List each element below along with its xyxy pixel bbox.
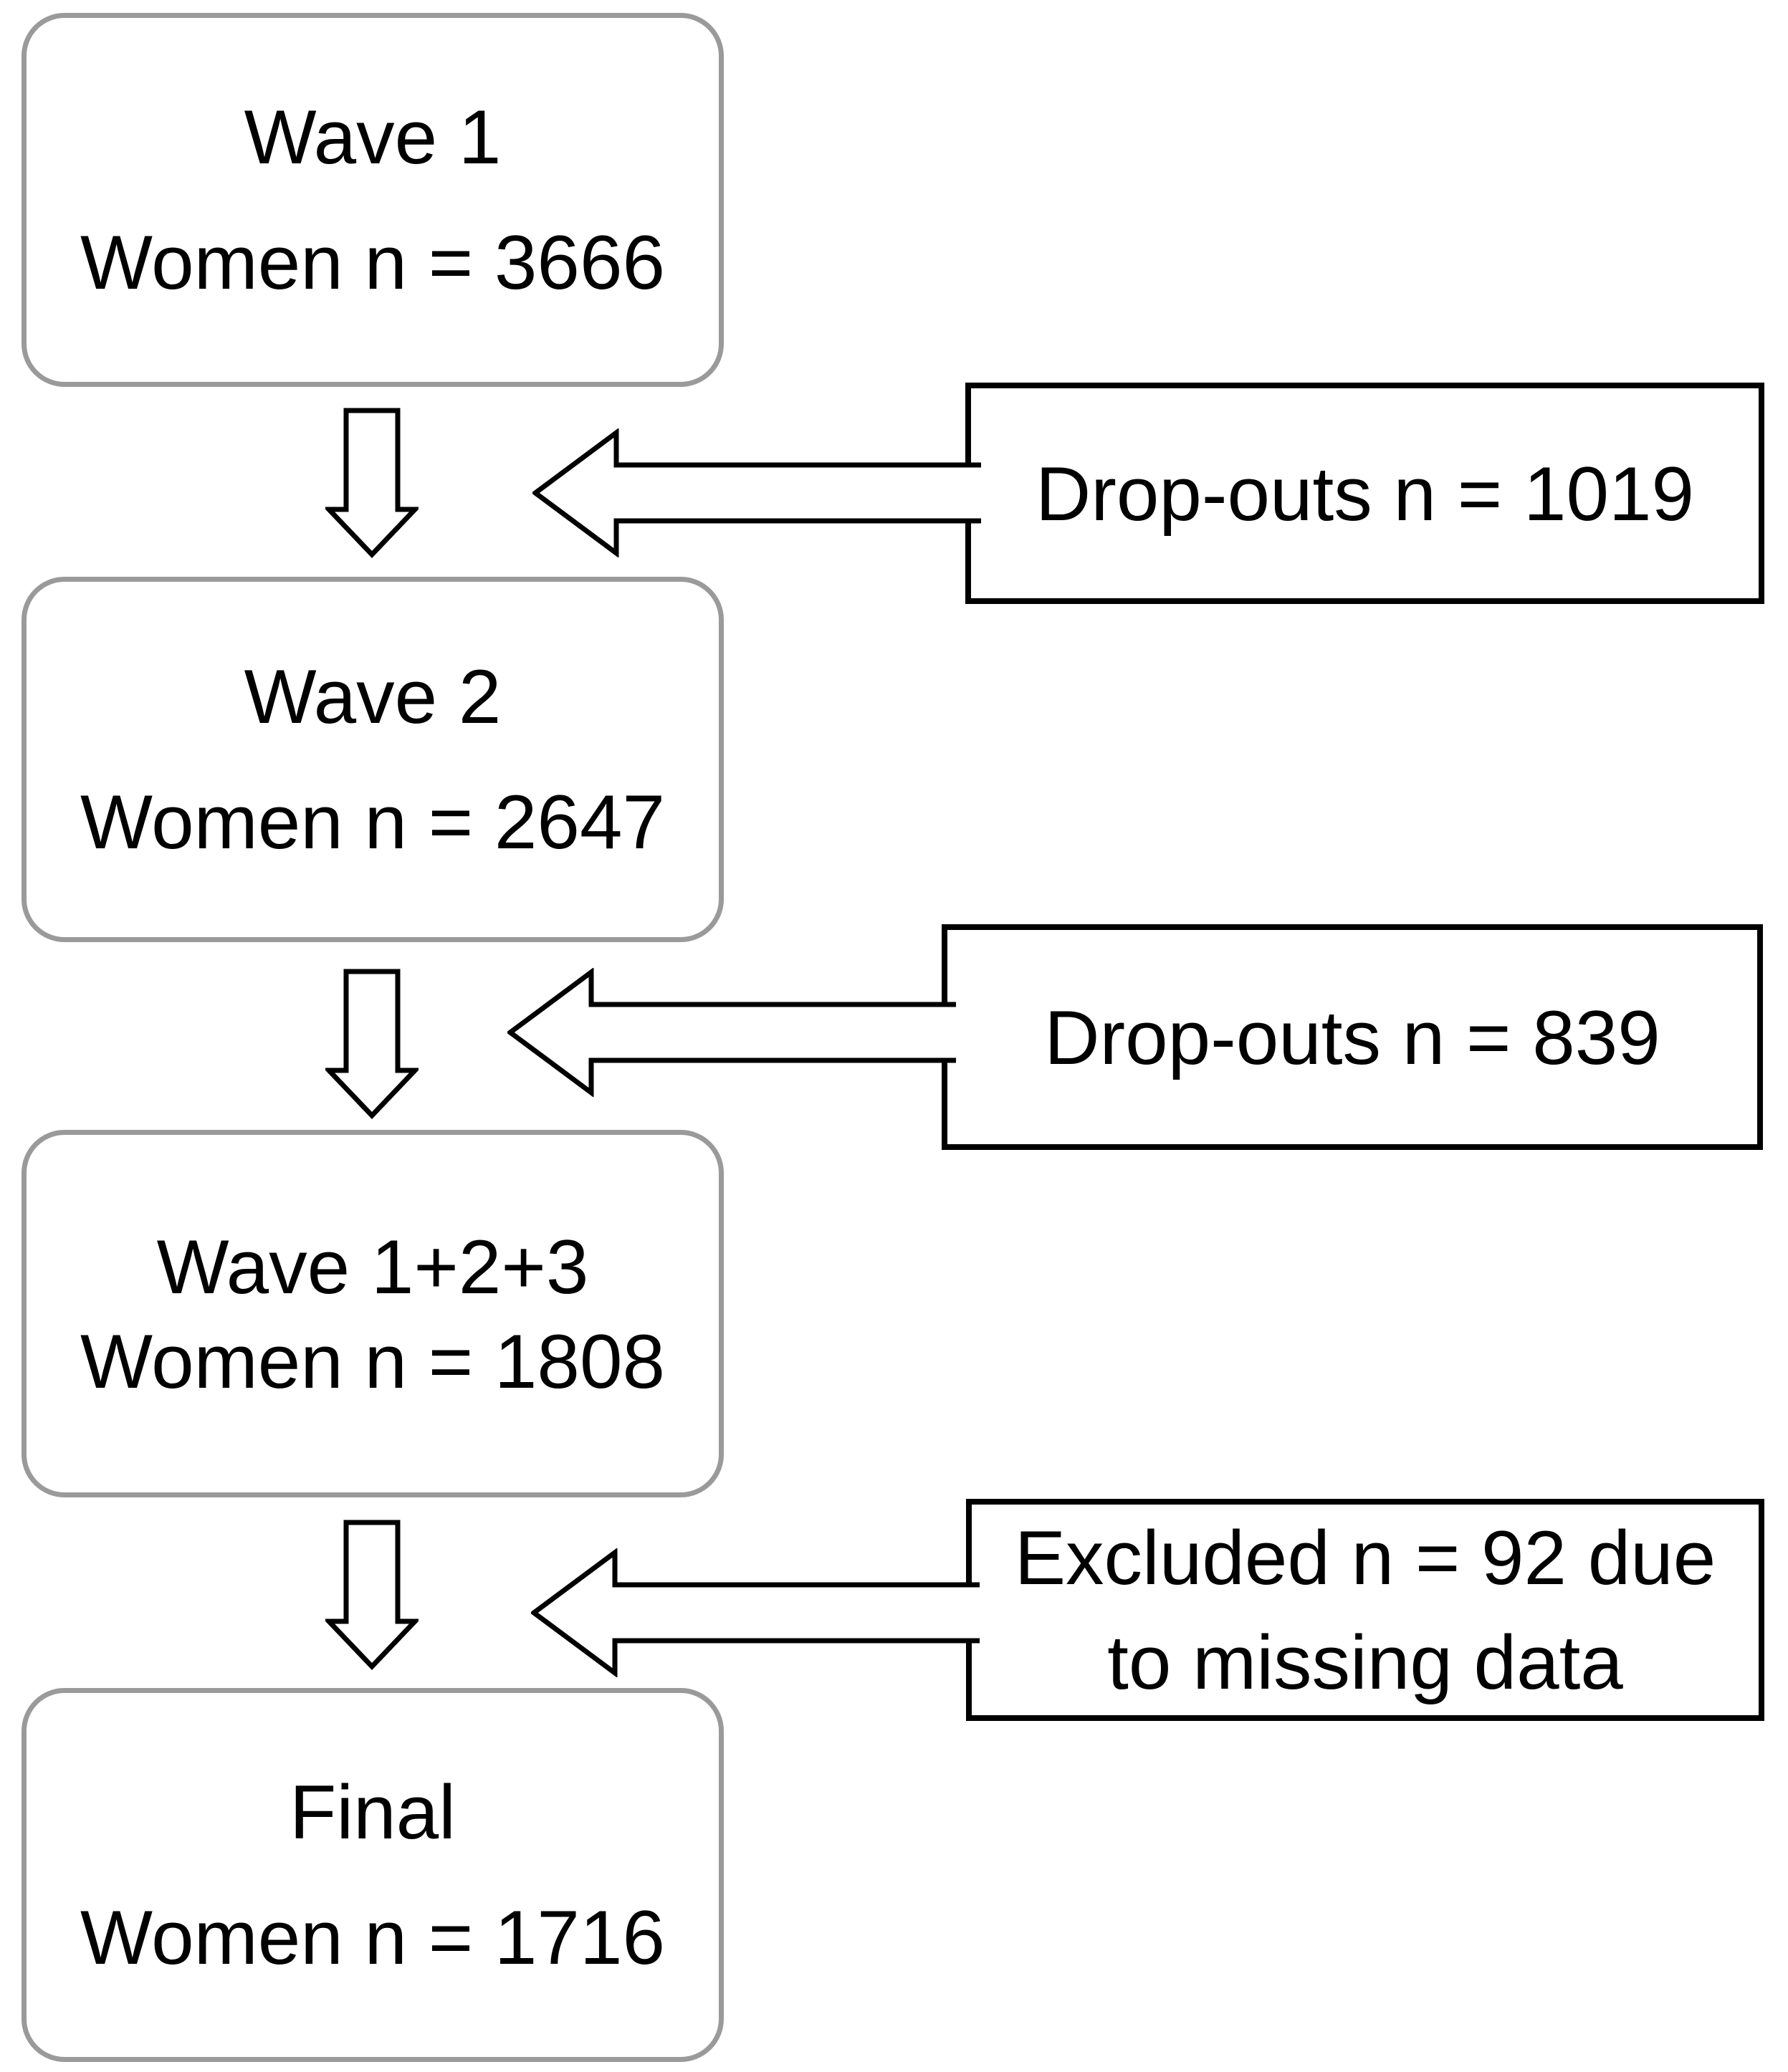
stage-box-final: Final Women n = 1716 [21,1688,724,2062]
stage-count: Women n = 1808 [80,1318,665,1404]
stage-box-wave1: Wave 1 Women n = 3666 [21,13,724,387]
stage-count: Women n = 3666 [80,219,665,305]
stage-title: Final [290,1769,456,1855]
stage-count: Women n = 2647 [80,779,665,865]
note-box-dropouts-1019: Drop-outs n = 1019 [965,383,1764,604]
left-arrow-icon [532,428,981,557]
stage-count: Women n = 1716 [80,1894,665,1980]
left-arrow-icon [531,1548,980,1677]
note-text: Drop-outs n = 1019 [1035,450,1694,537]
note-text: Drop-outs n = 839 [1044,994,1660,1080]
stage-title: Wave 1+2+3 [156,1223,589,1310]
stage-box-wave2: Wave 2 Women n = 2647 [21,577,724,942]
note-box-excluded-92: Excluded n = 92 due to missing data [966,1499,1764,1721]
stage-title: Wave 2 [244,653,502,739]
note-text: to missing data [1107,1619,1623,1705]
down-arrow-icon [325,969,419,1119]
note-box-dropouts-839: Drop-outs n = 839 [942,924,1763,1150]
down-arrow-icon [325,1520,419,1670]
stage-title: Wave 1 [244,94,502,180]
stage-box-wave123: Wave 1+2+3 Women n = 1808 [21,1130,724,1497]
left-arrow-icon [507,968,956,1097]
down-arrow-icon [325,408,419,558]
note-text: Excluded n = 92 due [1014,1515,1716,1601]
